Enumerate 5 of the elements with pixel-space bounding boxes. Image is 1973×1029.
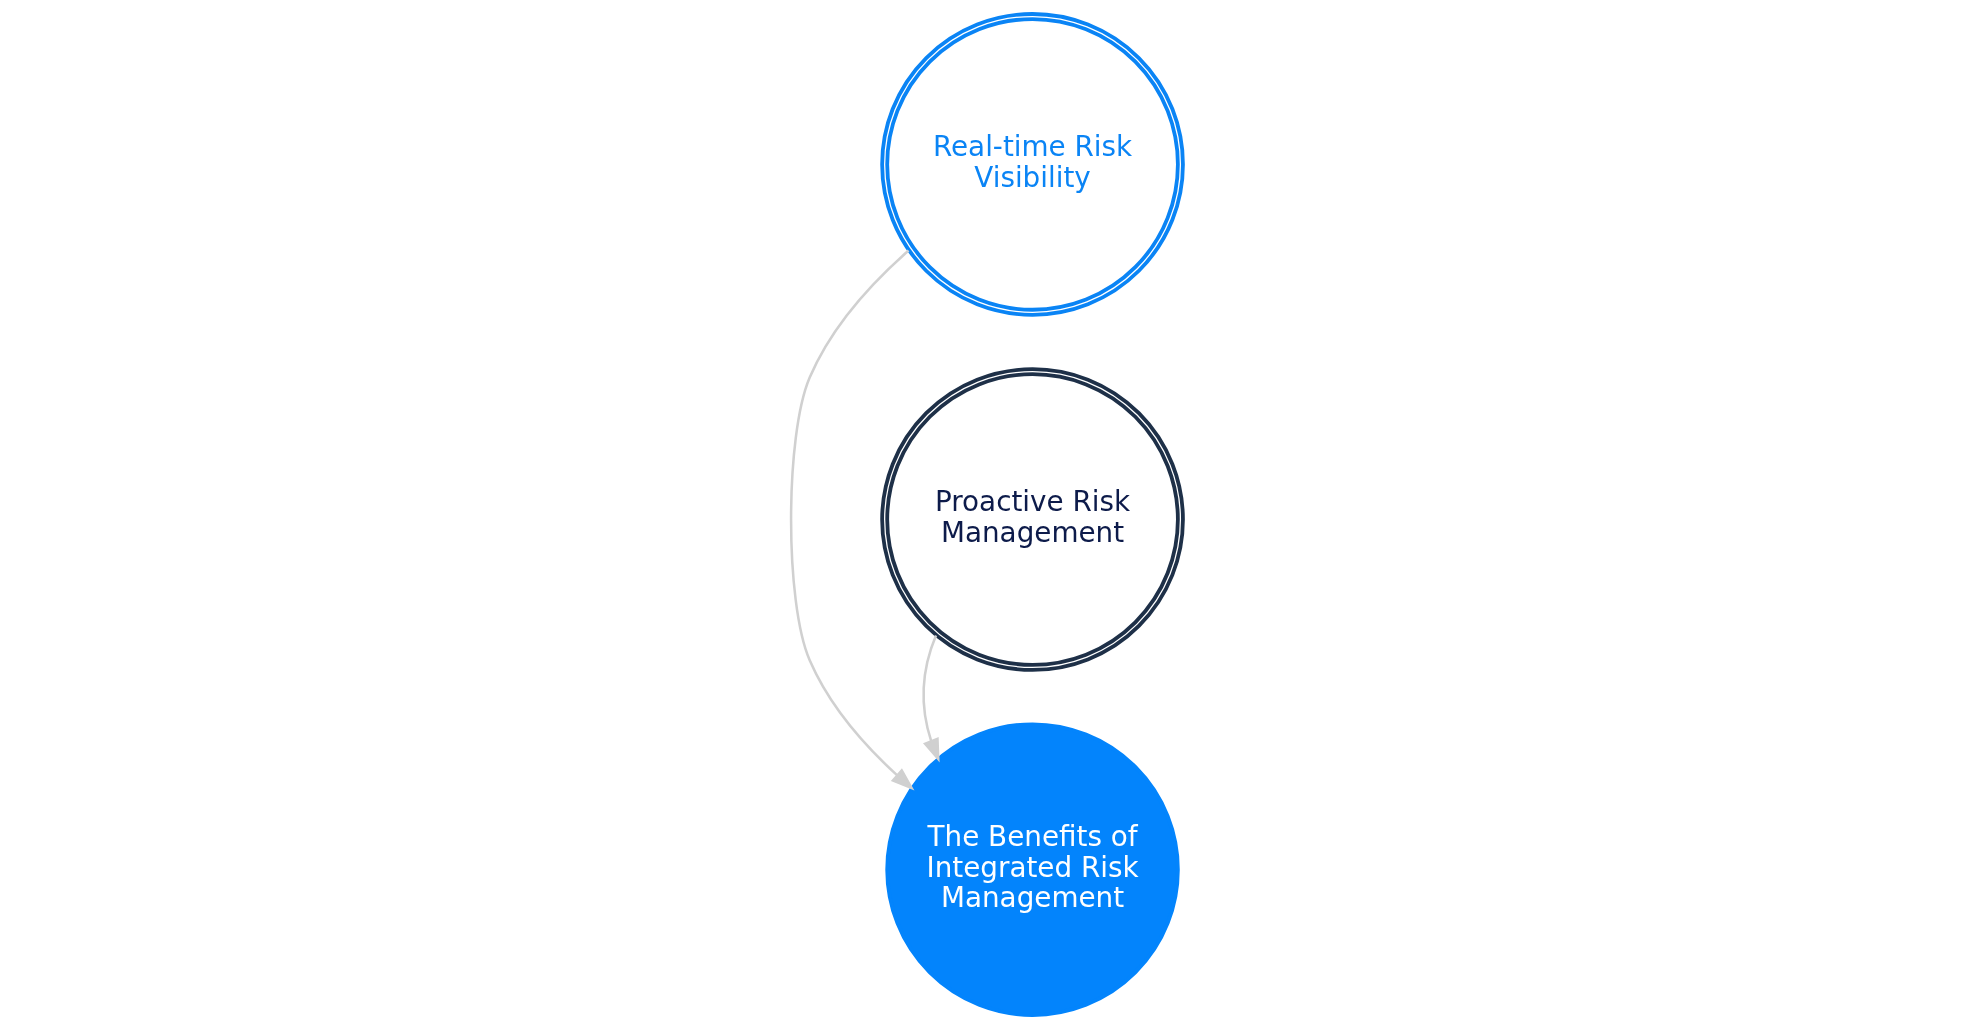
arrow [789, 249, 914, 791]
node-circle: Proactive Risk Management [879, 367, 1185, 672]
node-circle: Real-time Risk Visibility [879, 12, 1185, 317]
node-circle: The Benefits of Integrated Risk Management [884, 722, 1180, 1017]
arrow [921, 635, 940, 763]
